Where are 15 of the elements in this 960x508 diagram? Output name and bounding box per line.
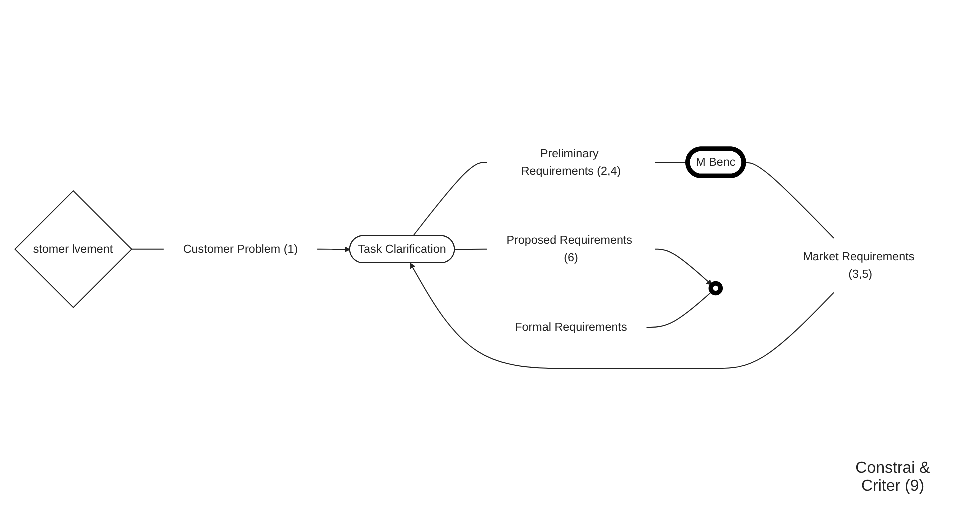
node-text: Customer Problem (1) bbox=[183, 242, 298, 256]
connector bbox=[646, 290, 713, 328]
connector bbox=[412, 162, 488, 236]
note-text: Constrai & Criter (9) bbox=[854, 460, 932, 496]
node-text: Formal Requirements bbox=[515, 320, 628, 334]
node-diamond: stomer lvement bbox=[14, 190, 133, 308]
node-text: Proposed Requirements (6) bbox=[506, 233, 633, 264]
connector bbox=[131, 248, 164, 250]
node-text: Preliminary Requirements (2,4) bbox=[521, 146, 622, 177]
arrow bbox=[655, 248, 713, 285]
connector bbox=[454, 248, 488, 250]
arrow bbox=[410, 262, 835, 369]
arrow bbox=[317, 246, 351, 252]
node-text: Market Requirements (3,5) bbox=[803, 250, 915, 280]
node-circle bbox=[708, 280, 724, 296]
